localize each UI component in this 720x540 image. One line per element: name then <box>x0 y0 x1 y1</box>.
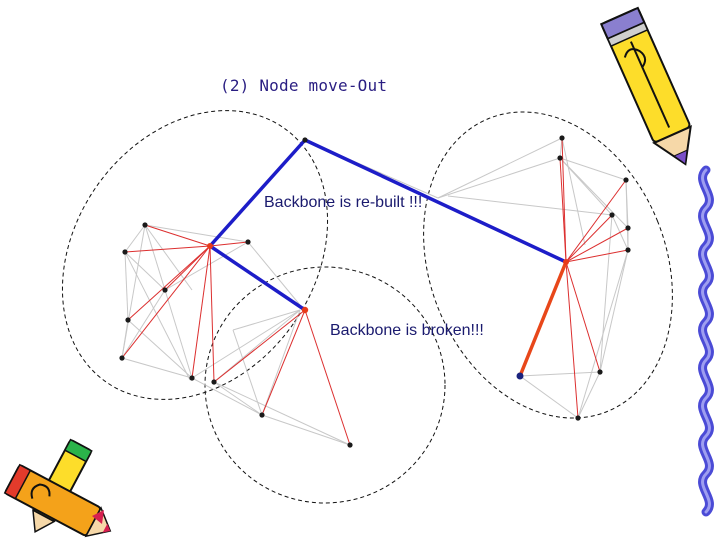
backbone-rebuilt-label: Backbone is re-built !!! <box>264 194 423 211</box>
node <box>211 379 217 385</box>
node <box>623 177 629 183</box>
cluster-head-node <box>563 259 569 265</box>
node <box>125 317 131 323</box>
cluster-right-outline <box>423 111 673 419</box>
node <box>557 155 563 161</box>
pencils-clipart-icon <box>3 438 112 538</box>
nodes <box>119 135 631 448</box>
cluster-outlines <box>61 110 673 504</box>
node <box>347 442 353 448</box>
node <box>597 369 603 375</box>
wavy-border-icon <box>698 165 714 517</box>
mesh-links <box>121 137 629 446</box>
cluster-bottom-outline <box>204 266 446 504</box>
cluster-left-outline <box>61 110 329 400</box>
node <box>302 137 308 143</box>
backbone-links <box>208 138 568 312</box>
node <box>625 247 631 253</box>
cluster-links <box>121 137 629 446</box>
pencil-clipart-icon <box>599 6 692 166</box>
node <box>259 412 265 418</box>
backbone-link <box>303 138 568 264</box>
slide-title: (2) Node move-Out <box>220 76 388 95</box>
node <box>122 249 128 255</box>
node <box>142 222 148 228</box>
node <box>189 375 195 381</box>
node <box>245 239 251 245</box>
node <box>609 212 615 218</box>
node <box>625 225 631 231</box>
cluster-head-node <box>301 306 309 314</box>
node <box>559 135 565 141</box>
backbone-link <box>208 138 307 248</box>
cluster-head-node <box>207 243 213 249</box>
broken-backbone-link <box>518 260 568 378</box>
backbone-link <box>208 244 307 312</box>
node <box>575 415 581 421</box>
cluster-head-nodes <box>207 243 569 314</box>
moving-node <box>516 372 524 380</box>
node <box>162 287 168 293</box>
node <box>119 355 125 361</box>
backbone-broken-label: Backbone is broken!!! <box>330 322 484 339</box>
